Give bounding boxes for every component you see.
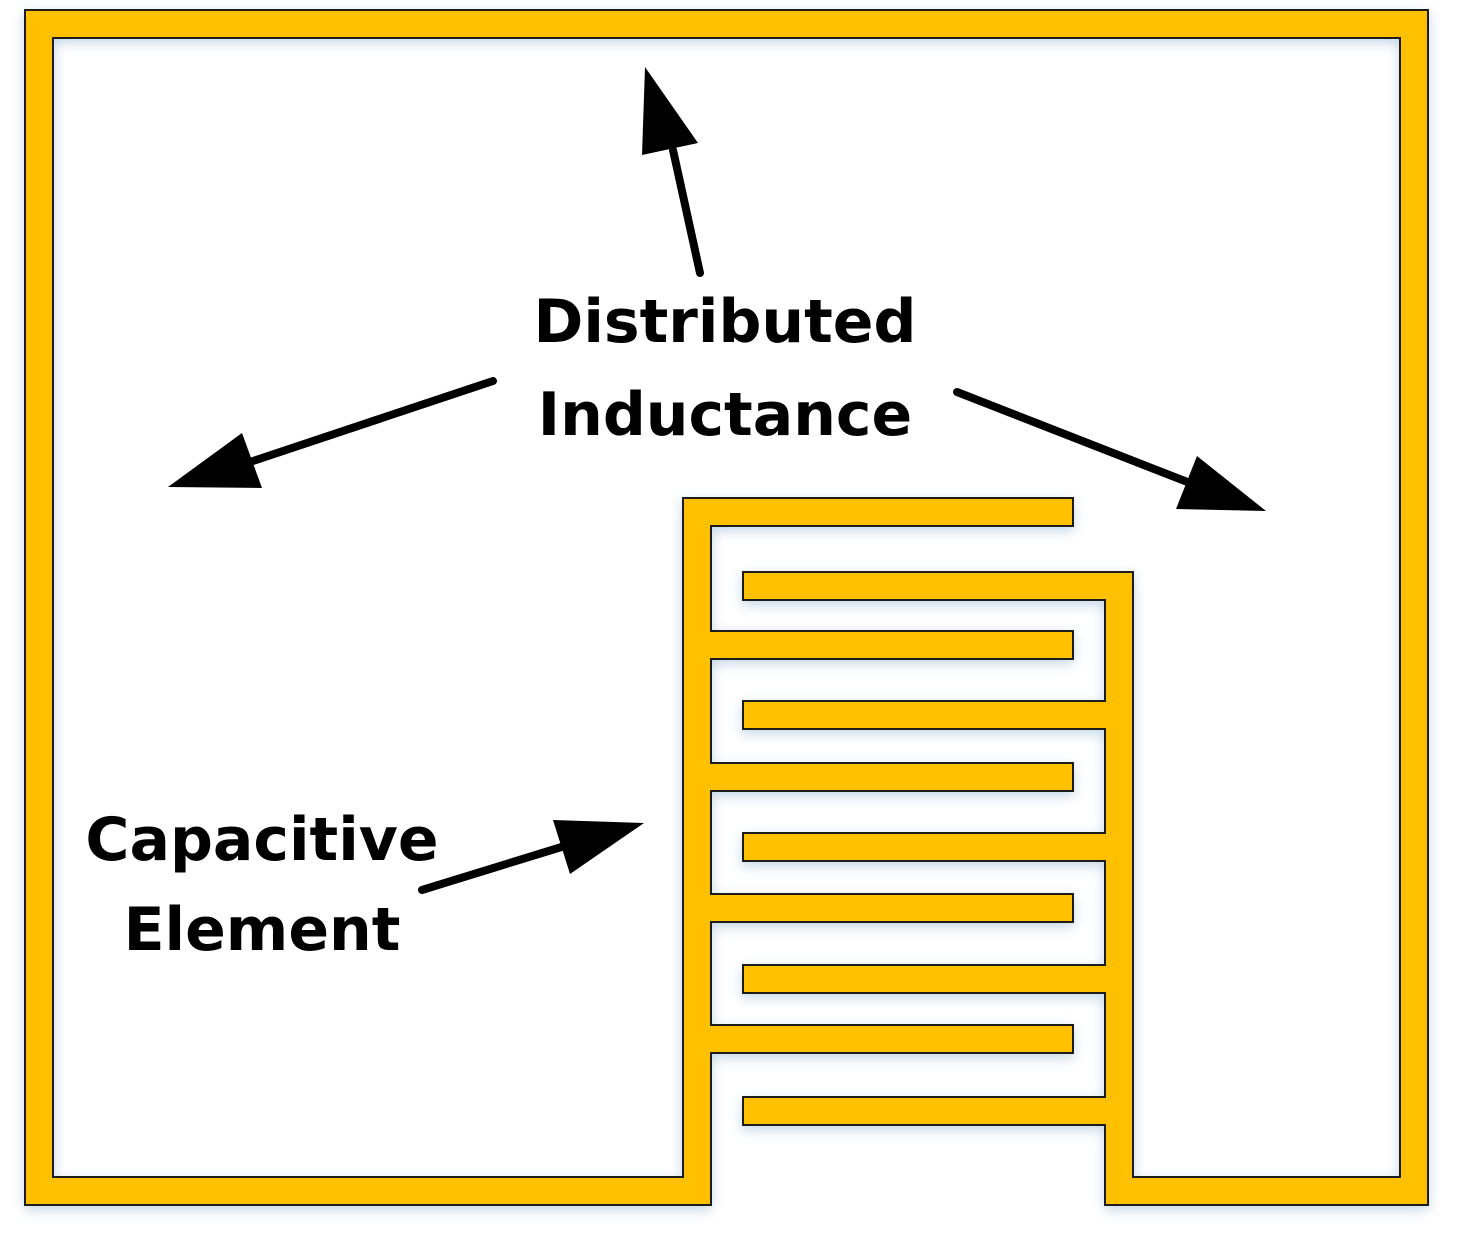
arrow-shaft [246,377,497,466]
arrow-head [1176,456,1266,511]
arrow-shaft [418,841,572,894]
capacitive-element-label-line2: Element [124,895,401,965]
arrow-to-capacitor-icon [418,820,644,894]
arrow-left-icon [168,377,497,488]
distributed-inductance-label-line1: Distributed [534,287,917,357]
arrow-head [553,820,644,874]
arrow-up-icon [642,67,704,277]
arrow-shaft [669,146,704,277]
distributed-inductance-label-line2: Inductance [538,380,912,450]
arrow-right-icon [953,388,1266,511]
arrow-shaft [953,388,1194,487]
arrow-head [168,433,262,488]
capacitive-element-label-line1: Capacitive [85,805,438,875]
resonator-conductor [24,9,1429,1206]
arrow-head [642,67,698,155]
